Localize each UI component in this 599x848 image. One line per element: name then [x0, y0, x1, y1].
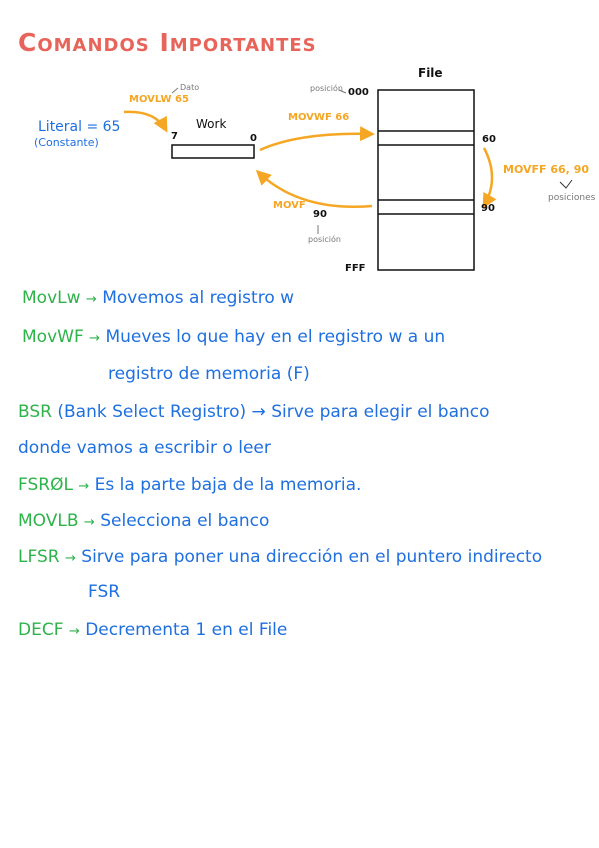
note-key: LFSR — [18, 547, 60, 567]
note-lfsr-cont: FSR — [88, 582, 120, 602]
addr-60: 60 — [482, 134, 496, 145]
movf-arrow — [255, 169, 373, 208]
note-text: Es la parte baja de la memoria. — [94, 475, 362, 495]
work-bit-left: 7 — [171, 131, 178, 142]
movwf-label: MOVWF 66 — [288, 112, 350, 123]
note-text-cont: donde vamos a escribir o leer — [18, 438, 271, 458]
movlw-label: MOVLW 65 — [129, 94, 189, 105]
arrow-icon: → — [78, 479, 90, 494]
note-bsr: BSR (Bank Select Registro) → Sirve para … — [18, 402, 490, 422]
arrow-icon: → — [85, 292, 97, 307]
page-title: Comandos Importantes — [18, 28, 317, 57]
literal-sub-label: (Constante) — [34, 136, 99, 149]
note-text: Mueves lo que hay en el registro w a un — [105, 327, 446, 347]
posicion-top-label: posición — [310, 84, 343, 93]
file-memory-box — [377, 89, 475, 271]
note-text-cont: registro de memoria (F) — [108, 364, 310, 384]
posiciones-label: posiciones — [548, 193, 596, 203]
note-text: Movemos al registro w — [102, 288, 295, 308]
movf-label: MOVF — [273, 200, 306, 211]
note-key: FSRØL — [18, 475, 73, 495]
note-key: MovLw — [22, 288, 81, 308]
note-text: Selecciona el banco — [100, 511, 270, 531]
arrow-icon: → — [68, 624, 80, 639]
movwf-arrow — [259, 126, 375, 152]
posicion-bottom-label: posición — [308, 235, 341, 244]
dato-label: Dato — [180, 83, 200, 92]
work-bit-right: 0 — [250, 133, 257, 144]
addr-90: 90 — [481, 203, 495, 214]
file-addr-bottom: FFF — [345, 263, 366, 274]
note-movlb: MOVLB → Selecciona el banco — [18, 511, 269, 531]
diagram-graphics — [123, 87, 573, 271]
note-key: MovWF — [22, 327, 84, 347]
movff-label: MOVFF 66, 90 — [503, 163, 589, 176]
note-text-cont: FSR — [88, 582, 121, 602]
file-label: File — [418, 66, 443, 80]
note-movlw: MovLw → Movemos al registro w — [22, 288, 294, 308]
note-key: MOVLB — [18, 511, 79, 531]
arrow-icon: → — [83, 515, 95, 530]
file-addr-top: 000 — [348, 87, 369, 98]
note-lfsr: LFSR → Sirve para poner una dirección en… — [18, 547, 542, 567]
literal-label: Literal = 65 — [38, 119, 121, 135]
movlw-arrow — [123, 110, 168, 133]
movf-number: 90 — [313, 209, 327, 220]
note-movwf-cont: registro de memoria (F) — [108, 364, 310, 384]
note-text: Decrementa 1 en el File — [85, 620, 288, 640]
note-text: (Bank Select Registro) → Sirve para eleg… — [57, 402, 490, 422]
note-text: Sirve para poner una dirección en el pun… — [81, 547, 543, 567]
work-label: Work — [196, 117, 227, 131]
note-key: DECF — [18, 620, 64, 640]
note-key: BSR — [18, 402, 52, 422]
work-register-box — [171, 144, 255, 159]
note-movwf: MovWF → Mueves lo que hay en el registro… — [22, 327, 445, 347]
note-bsr-cont: donde vamos a escribir o leer — [18, 438, 271, 458]
arrow-icon: → — [64, 551, 76, 566]
movff-arrow — [482, 147, 497, 209]
arrow-icon: → — [89, 331, 101, 346]
note-decf: DECF → Decrementa 1 en el File — [18, 620, 287, 640]
note-fsr0l: FSRØL → Es la parte baja de la memoria. — [18, 475, 361, 495]
